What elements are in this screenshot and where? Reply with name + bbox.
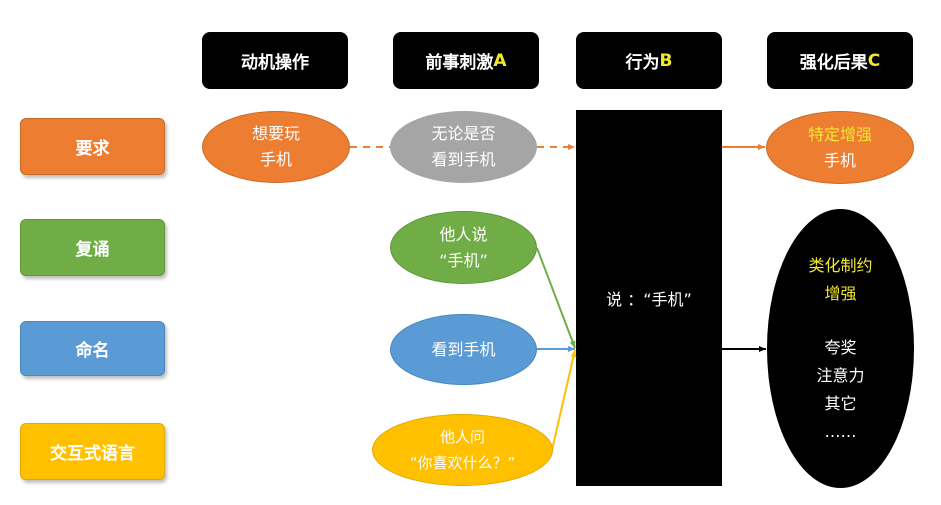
header-motivation-label: 动机操作	[241, 53, 309, 73]
behavior-box-text: 说 ：“手机”	[606, 290, 692, 309]
header-motivation: 动机操作	[202, 32, 348, 89]
oval-tact-antecedent: 看到手机	[390, 314, 537, 385]
connector-intraverbal-to-behavior	[551, 349, 577, 451]
generalized-reinforcement-item-other: 其它	[824, 393, 857, 413]
oval-mand-motivation: 想要玩 手机	[202, 111, 350, 183]
generalized-reinforcement-item-ellipsis: ……	[824, 421, 857, 441]
oval-echoic-antecedent-line1: 他人说	[439, 224, 488, 244]
header-antecedent-letter: A	[493, 50, 507, 71]
row-label-echoic-text: 复诵	[75, 240, 110, 260]
oval-mand-antecedent-line1: 无论是否	[431, 124, 496, 143]
row-label-intraverbal: 交互式语言	[20, 423, 165, 480]
oval-mand-motivation-line1: 想要玩	[251, 124, 300, 143]
oval-mand-antecedent: 无论是否 看到手机	[390, 111, 537, 183]
generalized-reinforcement-title2: 增强	[824, 283, 857, 303]
row-label-echoic: 复诵	[20, 219, 165, 276]
row-label-tact: 命名	[20, 321, 165, 376]
oval-intraverbal-antecedent-line1: 他人问	[439, 428, 485, 446]
oval-mand-antecedent-line2: 看到手机	[431, 150, 496, 169]
header-consequence-label: 强化后果	[799, 53, 868, 73]
connector-echoic-to-behavior	[536, 247, 576, 349]
generalized-reinforcement-item-praise: 夸奖	[824, 337, 857, 357]
generalized-reinforcement-item-attention: 注意力	[816, 365, 865, 385]
header-behavior-letter: B	[659, 50, 673, 71]
oval-intraverbal-antecedent: 他人问 “你喜欢什么？”	[372, 414, 553, 486]
oval-mand-motivation-line2: 手机	[259, 150, 292, 169]
header-consequence-letter: C	[867, 50, 881, 71]
row-label-intraverbal-text: 交互式语言	[50, 444, 135, 464]
oval-generalized-reinforcement: 类化制约 增强 夸奖 注意力 其它 ……	[767, 209, 914, 488]
oval-intraverbal-antecedent-line2: “你喜欢什么？”	[409, 454, 516, 472]
oval-echoic-antecedent-line2: “手机”	[439, 250, 488, 270]
header-antecedent-label: 前事刺激	[425, 53, 494, 73]
header-behavior-label: 行为	[625, 53, 660, 73]
oval-specific-reinforcement: 特定增强 手机	[766, 111, 914, 184]
oval-echoic-antecedent: 他人说 “手机”	[390, 211, 537, 284]
oval-specific-reinforcement-line2: 手机	[823, 150, 856, 170]
row-label-mand: 要求	[20, 118, 165, 175]
row-label-tact-text: 命名	[75, 341, 110, 361]
generalized-reinforcement-title1: 类化制约	[808, 255, 873, 275]
oval-specific-reinforcement-line1: 特定增强	[807, 124, 872, 144]
behavior-box: 说 ：“手机”	[576, 110, 722, 486]
oval-tact-antecedent-line1: 看到手机	[431, 339, 496, 359]
row-label-mand-text: 要求	[75, 139, 110, 159]
